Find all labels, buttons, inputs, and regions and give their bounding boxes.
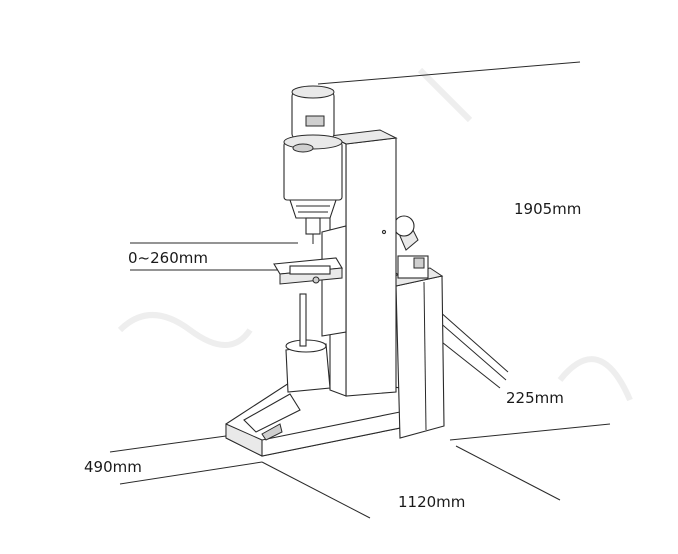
watermark (117, 67, 633, 402)
label-total-height: 1905mm (514, 200, 581, 218)
label-stroke-range: 0~260mm (128, 249, 208, 267)
label-throat-depth: 225mm (506, 389, 564, 407)
dimension-lines (109, 61, 611, 519)
label-base-width: 490mm (84, 458, 142, 476)
label-base-length: 1120mm (398, 493, 465, 511)
riveting-machine (225, 85, 445, 457)
